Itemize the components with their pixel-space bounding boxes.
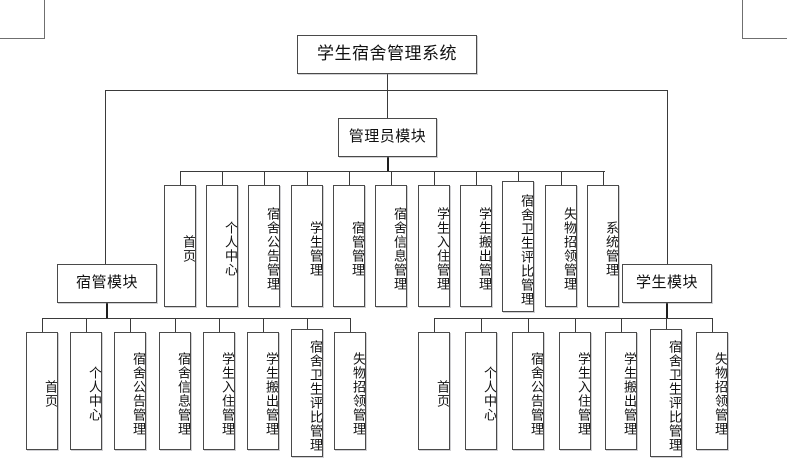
- node-label: 个人中心: [223, 221, 238, 277]
- connector-dorm-drop-6: [307, 318, 308, 332]
- connector-admin-drop-7: [476, 171, 477, 185]
- node-label: 首页: [181, 235, 196, 263]
- page-crop-mark-top-left: [0, 0, 45, 39]
- node-label: 个人中心: [87, 366, 102, 422]
- connector-dorm-bus: [42, 318, 351, 319]
- connector-admin-drop-6: [434, 171, 435, 185]
- node-admin-child-7[interactable]: 学生搬出管理: [460, 185, 492, 307]
- node-label: 学生入住管理: [576, 352, 591, 436]
- node-label: 宿管管理: [350, 221, 365, 277]
- node-label: 学生入住管理: [220, 352, 235, 436]
- node-dorm-child-7[interactable]: 失物招领管理: [334, 332, 366, 450]
- node-label: 学生搬出管理: [622, 352, 637, 436]
- node-label: 系统管理: [604, 221, 619, 277]
- node-admin-child-6[interactable]: 学生入住管理: [418, 185, 450, 307]
- node-dorm-child-1[interactable]: 个人中心: [70, 332, 102, 450]
- node-label: 失物招领管理: [351, 352, 366, 436]
- connector-admin-drop-0: [180, 171, 181, 185]
- node-admin-child-8[interactable]: 宿舍卫生评比管理: [502, 181, 534, 312]
- node-label: 宿舍信息管理: [176, 352, 191, 436]
- node-label: 个人中心: [482, 366, 497, 422]
- node-dorm-child-4[interactable]: 学生入住管理: [203, 332, 235, 450]
- connector-student-stem: [666, 303, 668, 319]
- node-label: 宿舍公告管理: [529, 352, 544, 436]
- connector-student-drop-1: [481, 318, 482, 332]
- connector-admin-drop-1: [222, 171, 223, 185]
- node-label: 学生管理: [308, 221, 323, 277]
- connector-student-drop-4: [621, 318, 622, 332]
- connector-admin-drop-5: [391, 171, 392, 185]
- node-admin-child-5[interactable]: 宿舍信息管理: [375, 185, 407, 307]
- node-module-student[interactable]: 学生模块: [622, 264, 712, 303]
- connector-dorm-drop-5: [263, 318, 264, 332]
- node-student-child-2[interactable]: 宿舍公告管理: [512, 332, 544, 450]
- node-label: 失物招领管理: [713, 352, 728, 436]
- node-student-child-5[interactable]: 宿舍卫生评比管理: [650, 329, 682, 457]
- connector-level1-left-drop: [105, 90, 106, 274]
- node-label: 学生搬出管理: [264, 352, 279, 436]
- node-label: 宿舍卫生评比管理: [667, 340, 682, 452]
- connector-student-drop-6: [712, 318, 713, 332]
- node-label: 失物招领管理: [562, 207, 577, 291]
- connector-dorm-drop-0: [42, 318, 43, 332]
- node-dorm-child-0[interactable]: 首页: [26, 332, 58, 450]
- connector-level1-bus: [105, 90, 667, 91]
- node-label: 学生入住管理: [435, 207, 450, 291]
- connector-dorm-drop-4: [219, 318, 220, 332]
- connector-dorm-stem: [106, 303, 108, 319]
- connector-admin-drop-10: [603, 171, 604, 185]
- node-dorm-child-2[interactable]: 宿舍公告管理: [114, 332, 146, 450]
- node-label: 宿舍信息管理: [392, 207, 407, 291]
- connector-dorm-drop-1: [86, 318, 87, 332]
- connector-admin-drop-4: [349, 171, 350, 185]
- node-admin-child-2[interactable]: 宿舍公告管理: [248, 185, 280, 307]
- node-student-child-4[interactable]: 学生搬出管理: [605, 332, 637, 450]
- connector-student-bus: [434, 318, 713, 319]
- connector-admin-drop-8: [518, 171, 519, 185]
- connector-dorm-drop-2: [130, 318, 131, 332]
- node-student-child-3[interactable]: 学生入住管理: [559, 332, 591, 450]
- node-admin-child-1[interactable]: 个人中心: [206, 185, 238, 307]
- connector-admin-drop-3: [307, 171, 308, 185]
- connector-dorm-drop-7: [350, 318, 351, 332]
- connector-level1-center-drop: [387, 90, 388, 118]
- node-student-child-1[interactable]: 个人中心: [465, 332, 497, 450]
- node-admin-child-10[interactable]: 系统管理: [587, 185, 619, 307]
- node-root-system[interactable]: 学生宿舍管理系统: [297, 35, 477, 74]
- node-admin-child-0[interactable]: 首页: [164, 185, 196, 307]
- node-module-administrator[interactable]: 管理员模块: [338, 118, 437, 157]
- connector-dorm-drop-3: [175, 318, 176, 332]
- connector-level1-right-drop: [667, 90, 668, 274]
- node-label: 宿舍卫生评比管理: [519, 193, 534, 306]
- connector-admin-bus: [180, 171, 605, 172]
- node-dorm-child-6[interactable]: 宿舍卫生评比管理: [291, 329, 323, 457]
- node-student-child-6[interactable]: 失物招领管理: [696, 332, 728, 450]
- node-dorm-child-5[interactable]: 学生搬出管理: [247, 332, 279, 450]
- connector-admin-drop-9: [561, 171, 562, 185]
- node-admin-child-4[interactable]: 宿管管理: [333, 185, 365, 307]
- connector-student-drop-5: [666, 318, 667, 332]
- connector-root-stem: [387, 74, 388, 90]
- connector-admin-drop-2: [264, 171, 265, 185]
- node-label: 首页: [435, 380, 450, 408]
- connector-student-drop-3: [575, 318, 576, 332]
- connector-student-drop-0: [434, 318, 435, 332]
- node-admin-child-9[interactable]: 失物招领管理: [545, 185, 577, 307]
- node-label: 学生搬出管理: [477, 207, 492, 291]
- node-module-dorm-manager[interactable]: 宿管模块: [57, 264, 157, 303]
- page-crop-mark-top-right: [742, 0, 787, 39]
- node-label: 宿舍公告管理: [265, 207, 280, 291]
- connector-student-drop-2: [528, 318, 529, 332]
- node-label: 宿舍卫生评比管理: [308, 340, 323, 452]
- node-label: 宿舍公告管理: [131, 352, 146, 436]
- node-admin-child-3[interactable]: 学生管理: [291, 185, 323, 307]
- node-dorm-child-3[interactable]: 宿舍信息管理: [159, 332, 191, 450]
- node-student-child-0[interactable]: 首页: [418, 332, 450, 450]
- node-label: 首页: [43, 380, 58, 408]
- connector-admin-stem: [387, 157, 389, 172]
